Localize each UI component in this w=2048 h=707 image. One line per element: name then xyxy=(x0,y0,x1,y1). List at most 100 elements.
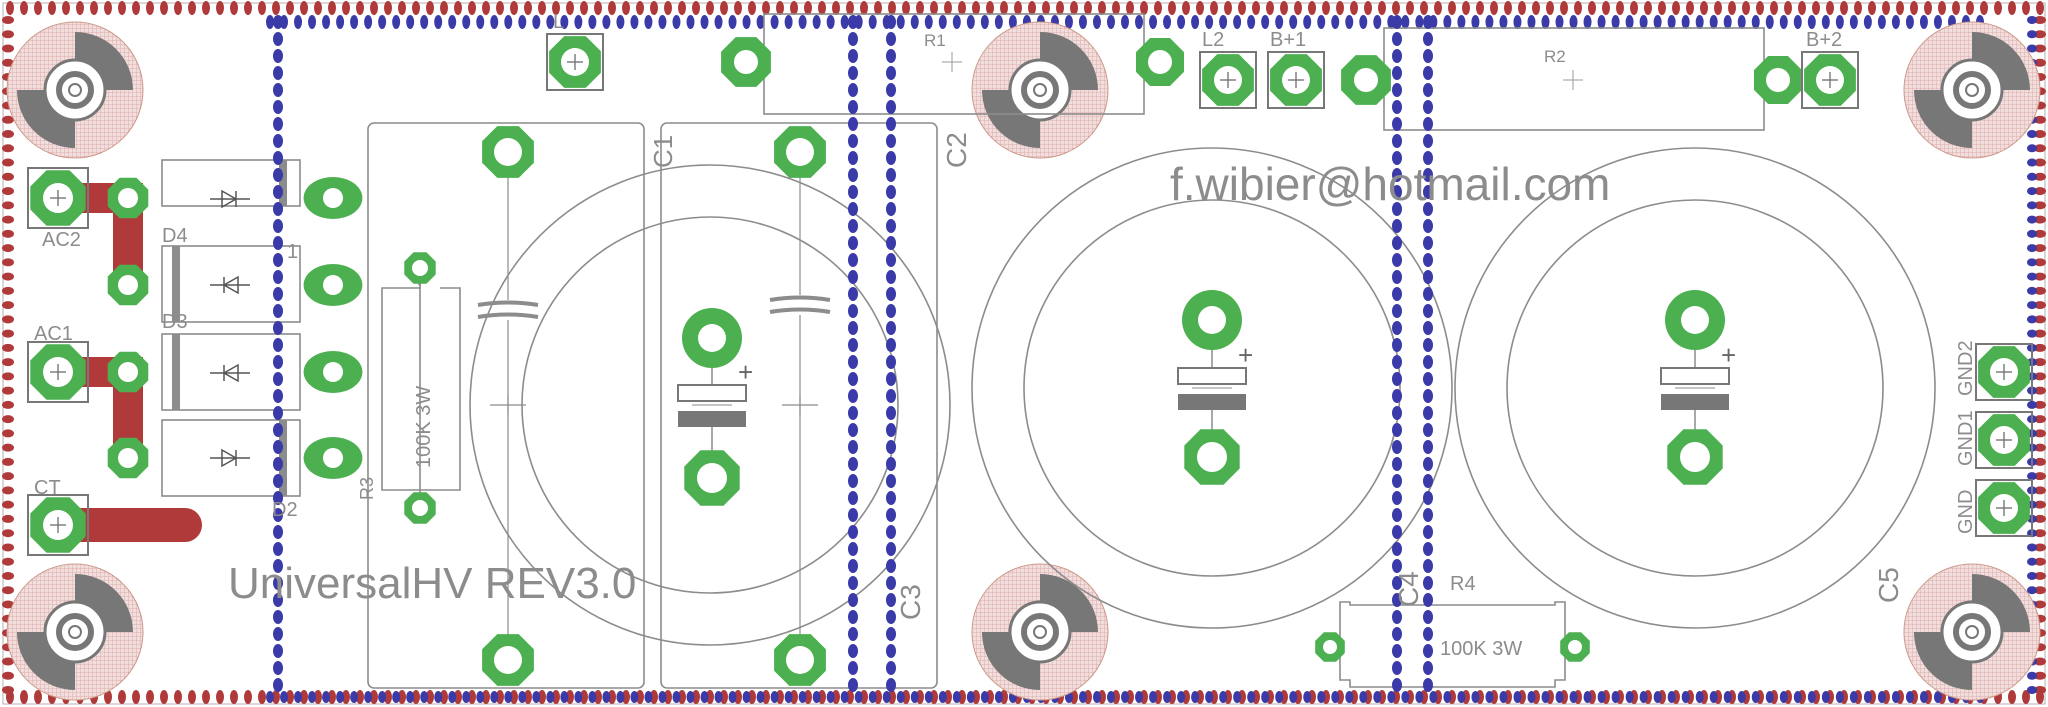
via-bottom-red xyxy=(776,690,784,704)
plus-sign: + xyxy=(1721,340,1736,370)
via-row-4 xyxy=(1423,355,1433,369)
via-top-red xyxy=(1784,1,1792,15)
via-top-red xyxy=(384,1,392,15)
via-top-red xyxy=(650,1,658,15)
via-row-4 xyxy=(1423,661,1433,675)
via-top-red xyxy=(1686,1,1694,15)
via-bottom-blue xyxy=(378,691,387,703)
via-bottom-red xyxy=(118,690,126,704)
pad-r2-left xyxy=(1341,55,1391,105)
via-top-red xyxy=(1336,1,1344,15)
via-bottom-blue xyxy=(1247,691,1256,703)
via-left-red xyxy=(2,557,14,566)
via-row-0 xyxy=(273,117,283,131)
via-row-4 xyxy=(1423,389,1433,403)
via-row-1 xyxy=(848,457,858,471)
via-top-red xyxy=(412,1,420,15)
via-right-red xyxy=(2034,329,2046,338)
via-top-blue xyxy=(910,15,919,29)
via-row-1 xyxy=(848,508,858,522)
via-right-red xyxy=(2034,686,2046,694)
via-bottom-blue xyxy=(938,691,947,703)
via-bottom-blue xyxy=(1863,691,1872,703)
via-bottom-blue xyxy=(1653,691,1662,703)
via-right-blue xyxy=(2027,557,2037,566)
via-bottom-red xyxy=(580,690,588,704)
via-row-3 xyxy=(1392,287,1402,301)
via-top-red xyxy=(1714,1,1722,15)
via-top-blue xyxy=(1415,15,1424,29)
via-bottom-blue xyxy=(546,691,555,703)
via-top-blue xyxy=(1765,15,1774,29)
via-bottom-red xyxy=(524,690,532,704)
pad-diode-right xyxy=(303,264,363,306)
via-left-red xyxy=(2,343,14,352)
via-bottom-blue xyxy=(924,691,933,703)
via-top-red xyxy=(1938,1,1946,15)
via-bottom-red xyxy=(608,690,616,704)
pad-c2 xyxy=(482,634,534,686)
via-top-red xyxy=(1980,1,1988,15)
via-top-red xyxy=(104,1,112,15)
via-row-4 xyxy=(1423,406,1433,420)
via-top-blue xyxy=(1835,15,1844,29)
via-top-red xyxy=(636,1,644,15)
via-row-0 xyxy=(273,576,283,590)
via-bottom-blue xyxy=(966,691,975,703)
via-top-blue xyxy=(574,15,583,29)
via-top-red xyxy=(832,1,840,15)
via-row-2 xyxy=(886,644,896,658)
via-top-blue xyxy=(1569,15,1578,29)
via-top-blue xyxy=(1695,15,1704,29)
label-d2: D2 xyxy=(272,499,298,521)
pad-ct xyxy=(27,494,89,556)
via-bottom-blue xyxy=(1219,691,1228,703)
via-top-blue xyxy=(826,15,835,29)
via-bottom-blue xyxy=(1106,691,1115,703)
via-row-2 xyxy=(886,321,896,335)
via-top-blue xyxy=(1933,15,1942,29)
via-bottom-red xyxy=(510,690,518,704)
via-top-blue xyxy=(602,15,611,29)
label-c5: C5 xyxy=(1873,567,1904,603)
via-row-4 xyxy=(1423,185,1433,199)
via-right-blue xyxy=(2027,315,2037,324)
via-row-2 xyxy=(886,678,896,692)
via-bottom-blue xyxy=(1471,691,1480,703)
via-row-3 xyxy=(1392,389,1402,403)
via-right-red xyxy=(2034,415,2046,424)
via-top-red xyxy=(1224,1,1232,15)
via-top-red xyxy=(1602,1,1610,15)
via-row-0 xyxy=(273,32,283,46)
via-top-blue xyxy=(1078,15,1087,29)
via-bottom-red xyxy=(636,690,644,704)
via-top-blue xyxy=(784,15,793,29)
via-row-2 xyxy=(886,168,896,182)
via-bottom-blue xyxy=(616,691,625,703)
via-bottom-blue xyxy=(1373,691,1382,703)
via-top-blue xyxy=(1779,15,1788,29)
via-row-0 xyxy=(273,100,283,114)
via-row-1 xyxy=(848,406,858,420)
via-top-blue xyxy=(1064,15,1073,29)
via-top-red xyxy=(62,1,70,15)
via-right-red xyxy=(2034,657,2046,666)
via-top-red xyxy=(1168,1,1176,15)
via-right-blue xyxy=(2027,286,2037,295)
via-top-red xyxy=(48,1,56,15)
via-right-blue xyxy=(2027,16,2037,24)
via-bottom-red xyxy=(188,690,196,704)
via-top-red xyxy=(720,1,728,15)
via-row-1 xyxy=(848,372,858,386)
via-row-2 xyxy=(886,576,896,590)
via-right-blue xyxy=(2027,187,2037,196)
via-bottom-blue xyxy=(1555,691,1564,703)
via-top-blue xyxy=(1751,15,1760,29)
via-top-red xyxy=(160,1,168,15)
via-row-3 xyxy=(1392,508,1402,522)
via-top-blue xyxy=(434,15,443,29)
c4-circle-inner xyxy=(1023,199,1401,577)
resistor-r3 xyxy=(367,122,645,689)
via-top-red xyxy=(1770,1,1778,15)
via-left-red xyxy=(2,443,14,452)
